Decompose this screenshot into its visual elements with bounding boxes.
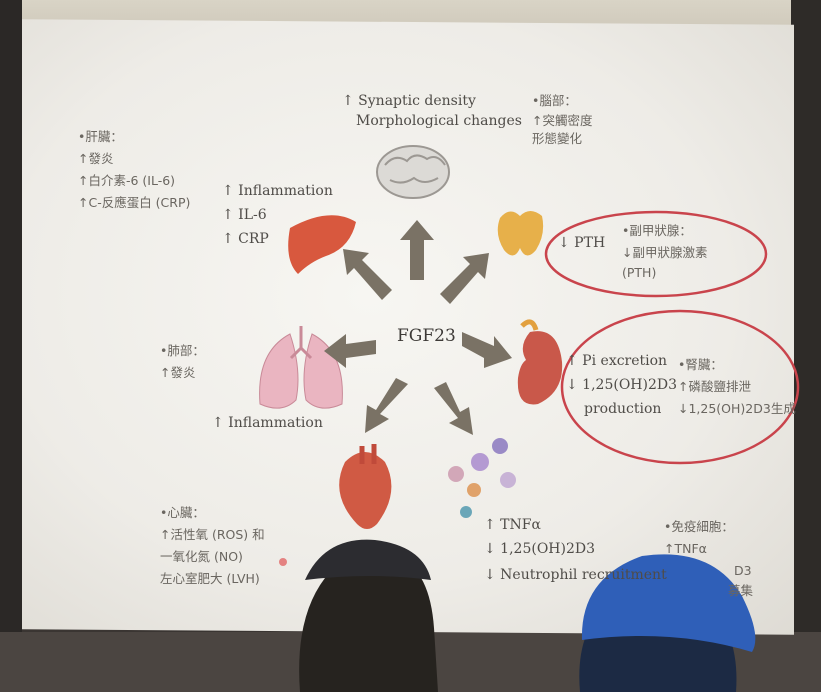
kidney-effect-2: ↓ 1,25(OH)2D3: [566, 377, 678, 393]
kidney-highlight-circle: [560, 309, 800, 465]
kidney-zh-title: •腎臟：: [678, 357, 723, 372]
immune-zh-1: ↑TNFα: [664, 541, 707, 556]
room-wall-right: [791, 0, 821, 692]
kidney-effect-1: ↑ Pi excretion: [566, 353, 668, 369]
brain-effect-1: ↑ Synaptic density: [342, 93, 476, 109]
heart-zh-1: ↑活性氧 (ROS) 和: [160, 527, 265, 542]
immune-cells-icon: [448, 438, 516, 518]
parathyroid-zh-1: ↓副甲狀腺激素: [622, 245, 708, 260]
liver-zh-1: ↑發炎: [78, 151, 114, 166]
parathyroid-highlight-circle: [544, 210, 768, 298]
liver-zh-title: •肝臟：: [78, 129, 123, 144]
lung-zh-1: ↑發炎: [160, 365, 196, 380]
kidney-icon: [517, 319, 563, 405]
audience-heads: [299, 539, 756, 692]
liver-icon: [288, 215, 356, 274]
brain-zh-title: •腦部：: [532, 93, 577, 108]
liver-effect-1: ↑ Inflammation: [222, 183, 333, 199]
brain-effect-2: Morphological changes: [356, 113, 522, 129]
heart-zh-2: 一氧化氮 (NO): [160, 549, 243, 564]
lung-effect: ↑ Inflammation: [212, 415, 323, 431]
parathyroid-zh-title: •副甲狀腺：: [622, 223, 692, 238]
immune-zh-3: 募集: [728, 583, 754, 598]
fgf23-arrows: [324, 220, 512, 435]
immune-effect-1: ↑ TNFα: [484, 517, 541, 533]
immune-effect-2: ↓ 1,25(OH)2D3: [484, 541, 596, 557]
parathyroid-zh-2: (PTH): [622, 265, 657, 280]
liver-zh-2: ↑白介素-6 (IL-6): [78, 173, 176, 188]
parathyroid-icon: [497, 211, 544, 256]
kidney-zh-2: ↓1,25(OH)2D3生成: [678, 401, 796, 416]
brain-zh-1: ↑突觸密度: [532, 113, 593, 128]
parathyroid-effect: ↓ PTH: [558, 235, 606, 251]
heart-zh-3: 左心室肥大 (LVH): [160, 571, 260, 586]
kidney-effect-3: production: [584, 401, 662, 417]
lung-zh-title: •肺部：: [160, 343, 205, 358]
room-wall-left: [0, 0, 22, 692]
liver-zh-3: ↑C-反應蛋白 (CRP): [78, 195, 191, 210]
liver-effect-3: ↑ CRP: [222, 231, 269, 247]
immune-effect-3: ↓ Neutrophil recruitment: [484, 567, 667, 583]
brain-zh-2: 形態變化: [532, 131, 583, 146]
center-label: FGF23: [397, 326, 456, 346]
brain-icon: [376, 145, 450, 199]
immune-zh-title: •免疫細胞：: [664, 519, 734, 534]
liver-effect-2: ↑ IL-6: [222, 207, 267, 223]
heart-icon: [339, 444, 392, 529]
immune-zh-2: D3: [734, 563, 752, 578]
lungs-icon: [259, 326, 343, 409]
kidney-zh-1: ↑磷酸鹽排泄: [678, 379, 751, 394]
heart-zh-title: •心臟：: [160, 505, 205, 520]
